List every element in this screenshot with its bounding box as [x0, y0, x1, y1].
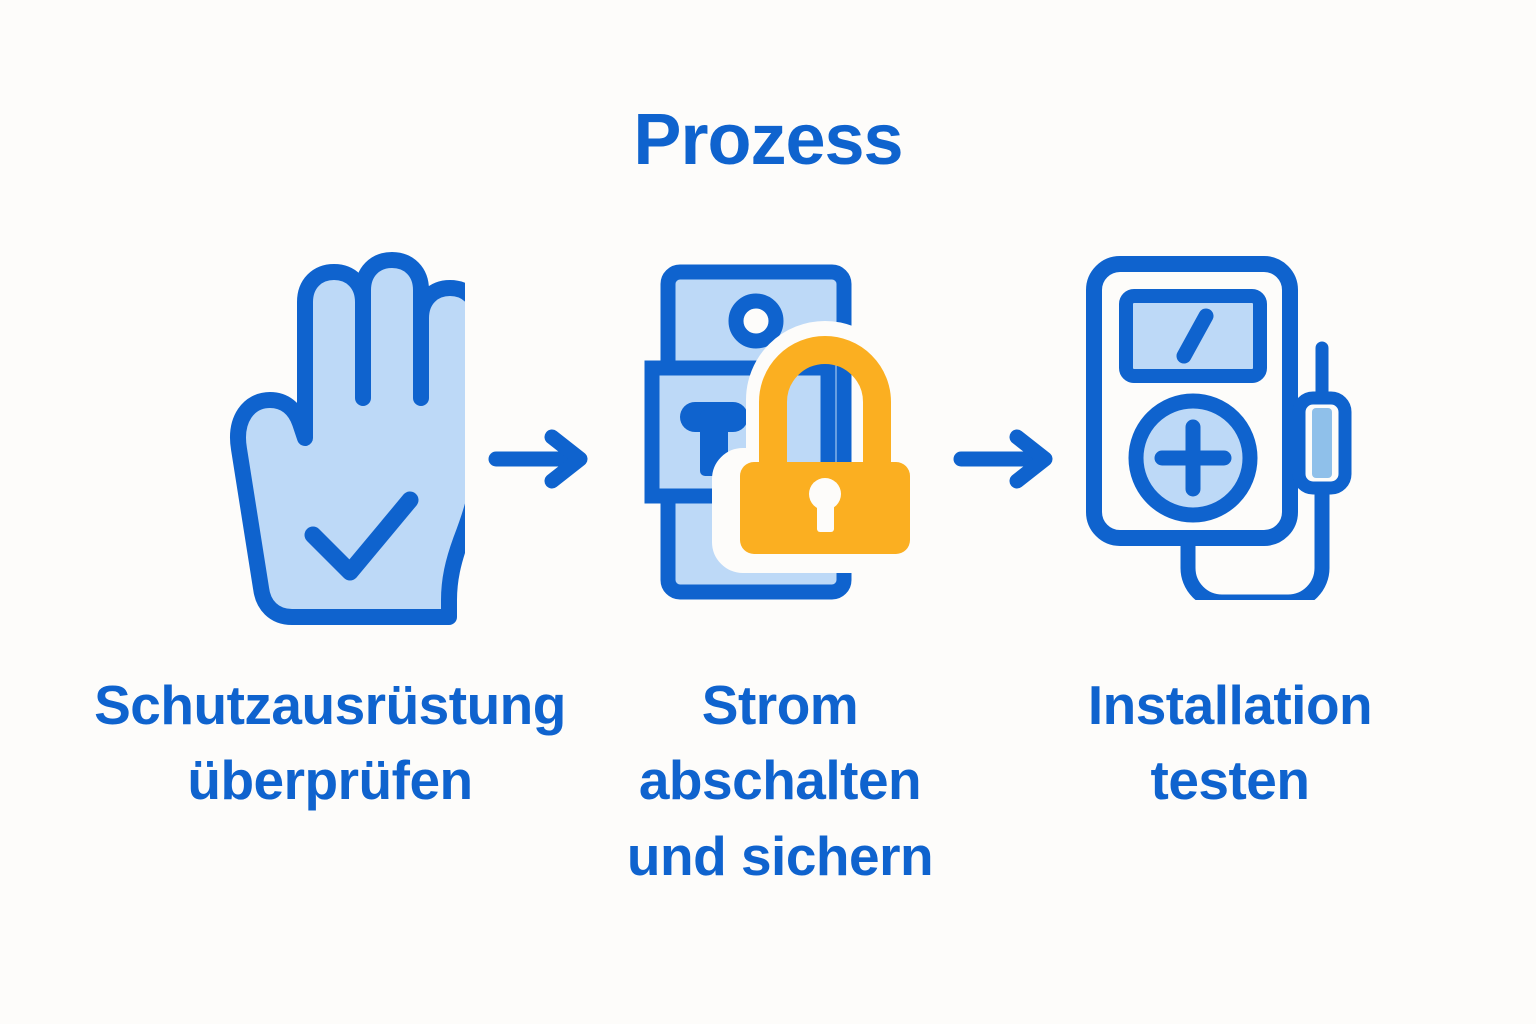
multimeter-icon: [1086, 256, 1352, 600]
step-2-label: Strom abschalten und sichern: [626, 674, 934, 887]
step-3-icon-container: [990, 250, 1470, 650]
glove-outline-shape: [230, 252, 465, 625]
padlock-icon: [712, 321, 930, 573]
glove-checkmark-icon: [304, 491, 419, 581]
process-step-3: Installation testen: [990, 250, 1470, 950]
safety-glove-check-icon: [230, 252, 465, 625]
padlock-keyhole-slot: [817, 498, 834, 532]
panel-screw-top: [728, 293, 784, 349]
probe-cable: [1180, 480, 1330, 600]
process-step-1: Schutzausrüstung überprüfen: [90, 250, 570, 950]
arrow-1: [488, 428, 596, 495]
step-1-icon-container: [90, 250, 570, 650]
page-title: Prozess: [633, 100, 903, 180]
process-step-2: Strom abschalten und sichern: [540, 250, 1020, 950]
electrical-panel-lock-icon: [644, 264, 930, 600]
probe-handle-grip: [1312, 408, 1332, 478]
meter-dial-plus-icon: [1154, 419, 1232, 497]
arrow-right-icon: [953, 429, 1053, 489]
padlock-shackle: [759, 336, 891, 475]
step-2-icon-container: [540, 250, 1020, 650]
arrow-right-icon: [488, 429, 588, 489]
test-probe: [1292, 341, 1352, 495]
arrow-2: [953, 428, 1061, 495]
step-1-label: Schutzausrüstung überprüfen: [94, 674, 566, 812]
step-3-label: Installation testen: [1087, 674, 1373, 812]
meter-needle: [1176, 308, 1214, 364]
